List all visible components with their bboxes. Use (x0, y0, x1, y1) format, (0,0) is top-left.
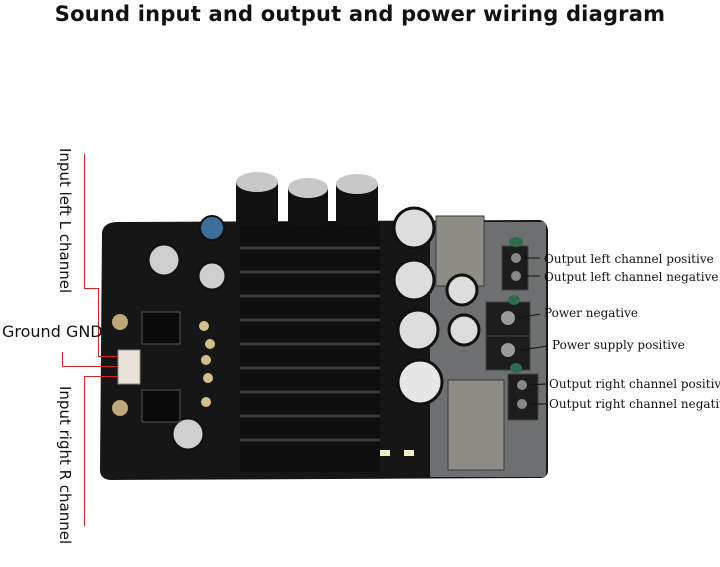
chips (141, 311, 181, 423)
pointer-line-input-left-to-connector (98, 356, 118, 357)
pointer-line-input-left-down (98, 288, 99, 356)
ground-label: Ground GND (2, 322, 103, 341)
label-power-positive: Power supply positive (552, 338, 685, 352)
led-2 (404, 450, 414, 456)
pointer-line-input-right-to-connector (84, 376, 118, 377)
diagram-title: Sound input and output and power wiring … (54, 2, 666, 26)
inductor-bottom (447, 379, 505, 471)
capacitors-right (392, 206, 481, 406)
heatsink (240, 222, 380, 472)
terminal-blocks (485, 245, 539, 421)
label-output-right-negative: Output right channel negative (549, 397, 720, 411)
label-power-negative: Power negative (544, 306, 638, 320)
capacitors-top (236, 172, 378, 226)
label-output-right-positive: Output right channel positive (549, 377, 720, 391)
pointer-line-input-right-vertical (84, 376, 85, 526)
input-connector (117, 349, 141, 385)
small-capacitors (199, 321, 215, 407)
label-output-left-negative: Output left channel negative (544, 270, 719, 284)
heatsink-fins (240, 246, 380, 442)
pointer-line-input-left-horizontal (84, 288, 99, 289)
label-output-left-positive: Output left channel positive (544, 252, 714, 266)
pointer-line-gnd-tick (62, 352, 63, 366)
pointer-line-input-left-vertical (84, 154, 85, 288)
capacitors-left (112, 215, 228, 452)
led-1 (380, 450, 390, 456)
green-components (508, 237, 523, 373)
pointer-line-gnd (62, 366, 118, 367)
